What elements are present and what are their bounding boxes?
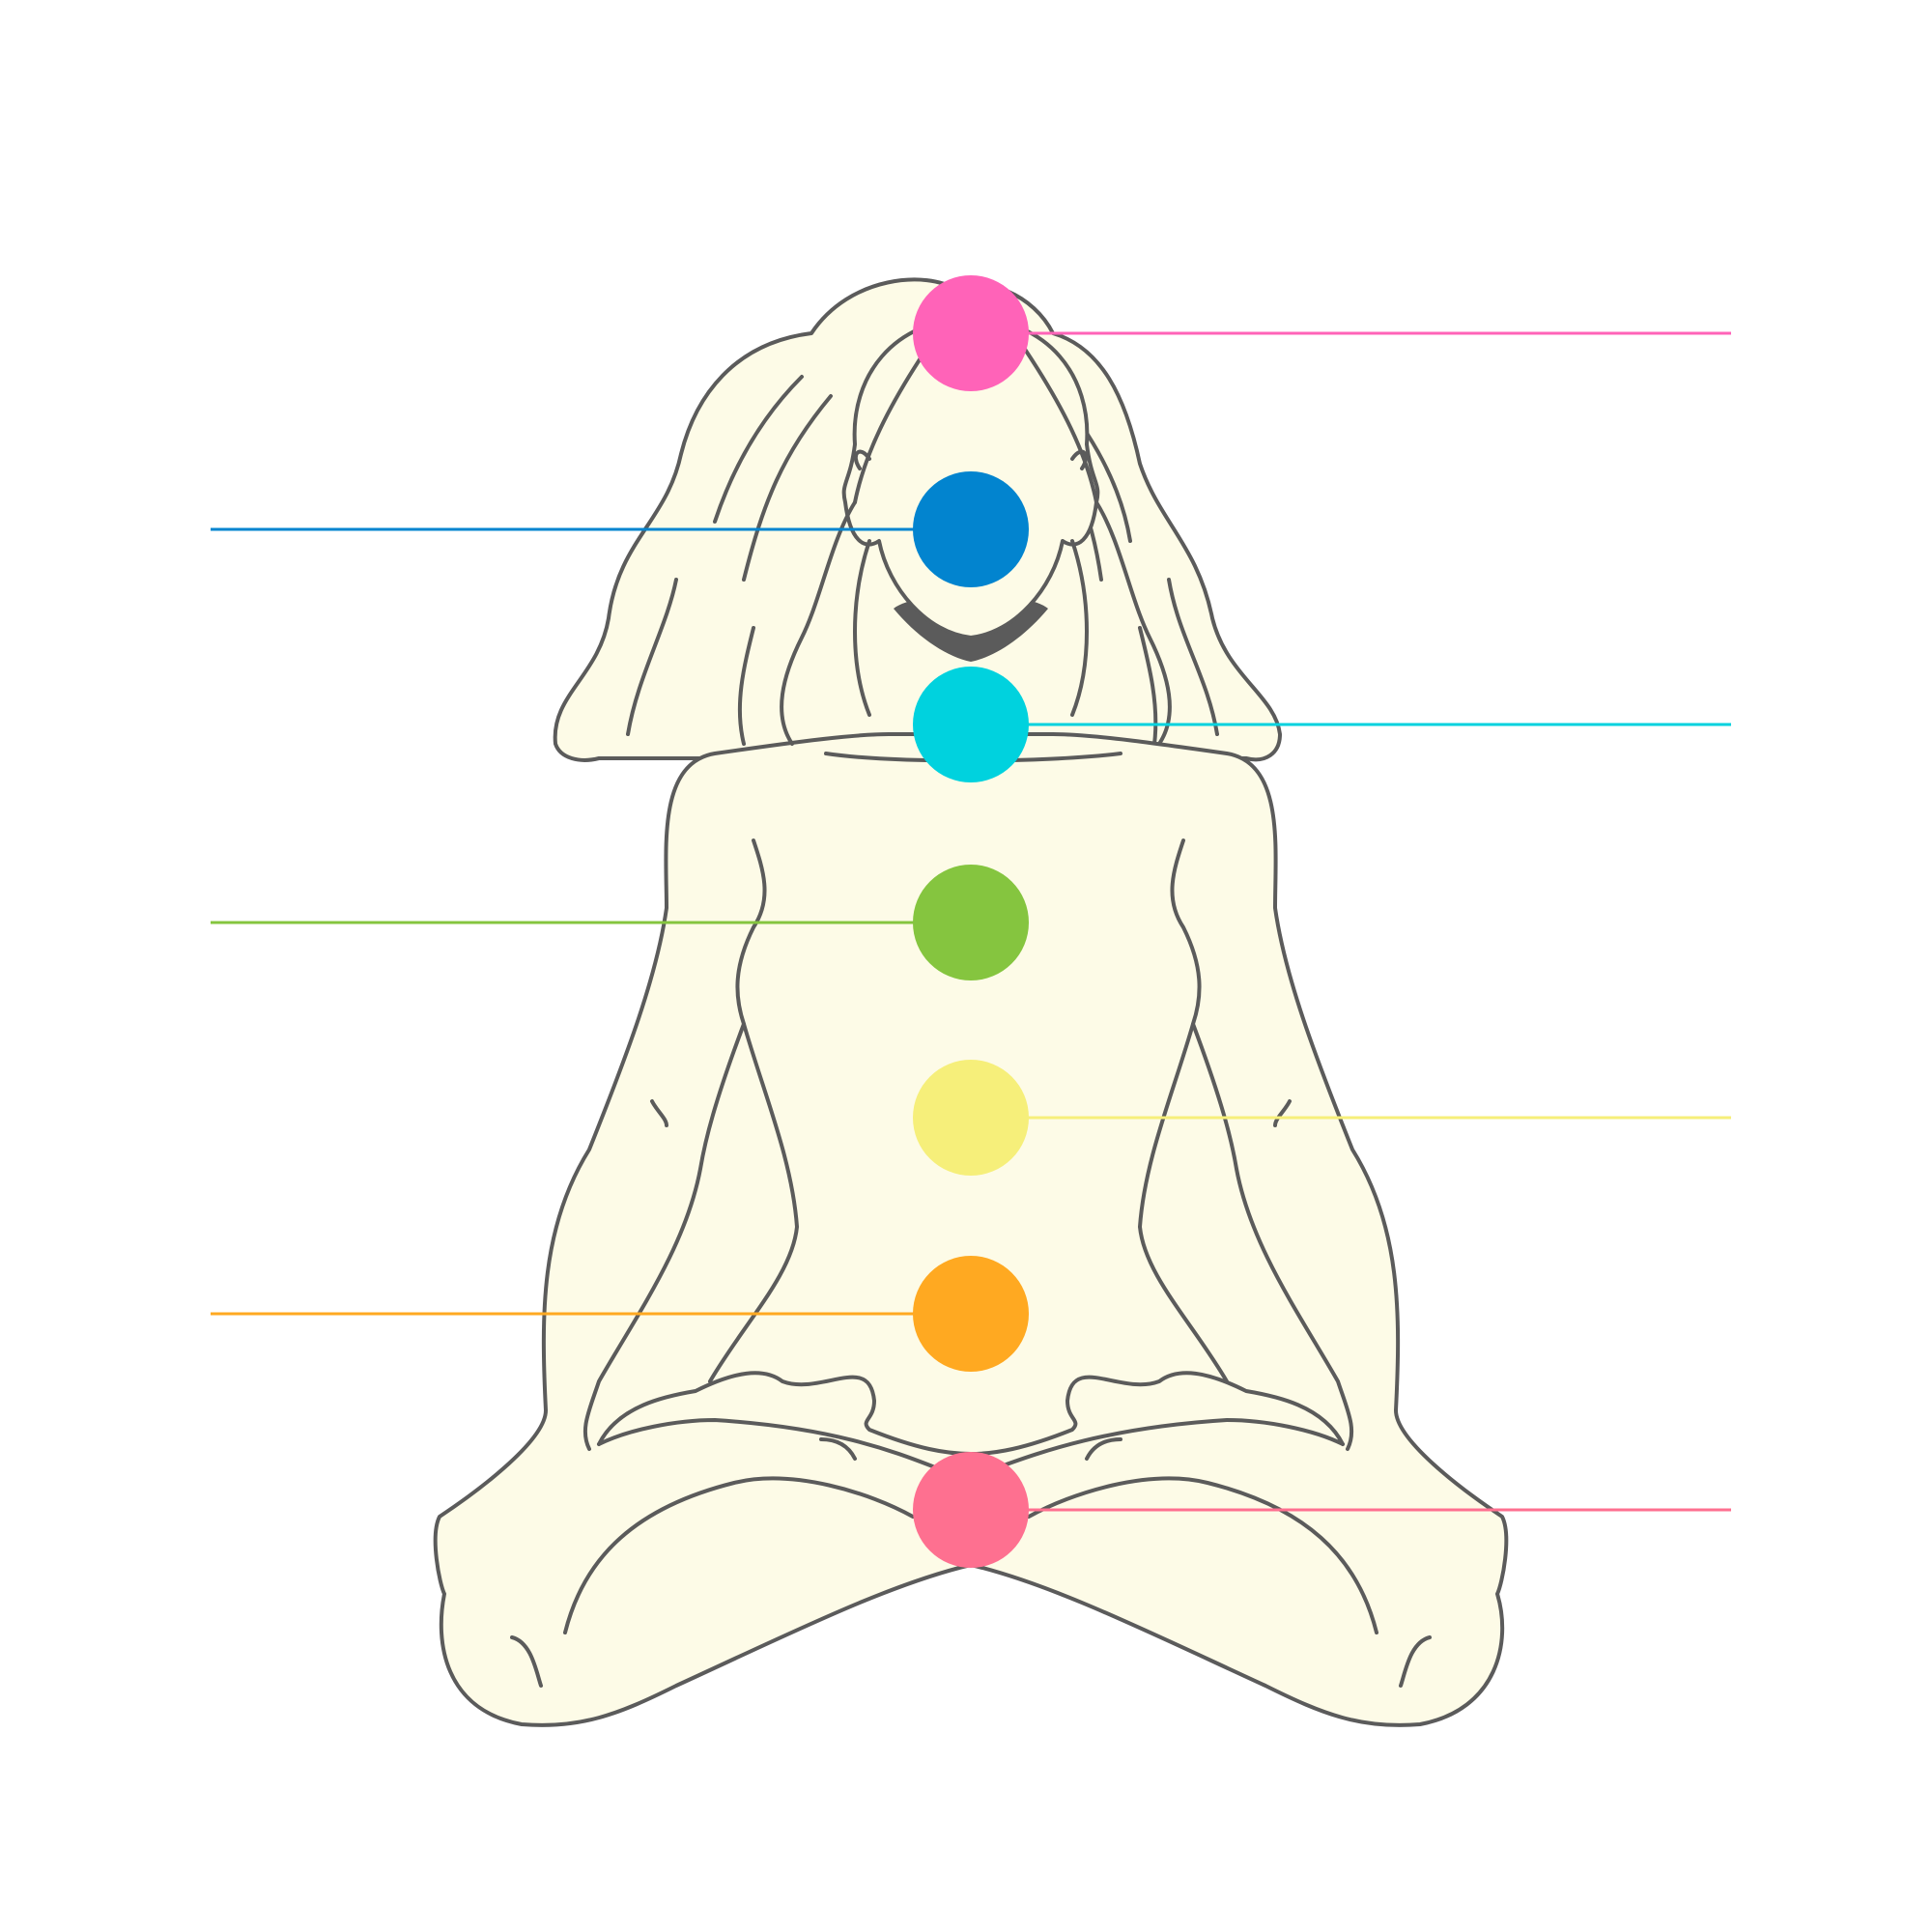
solar-plexus-chakra-dot — [913, 1060, 1029, 1176]
front-hair — [780, 346, 1172, 746]
crown-chakra-dot — [913, 275, 1029, 391]
sacral-chakra-dot — [913, 1256, 1029, 1372]
root-chakra-dot — [913, 1452, 1029, 1568]
heart-chakra-dot — [913, 865, 1029, 980]
third-eye-chakra-dot — [913, 471, 1029, 587]
body — [433, 732, 1509, 1727]
chakra-layer — [211, 275, 1731, 1568]
throat-chakra-dot — [913, 667, 1029, 782]
